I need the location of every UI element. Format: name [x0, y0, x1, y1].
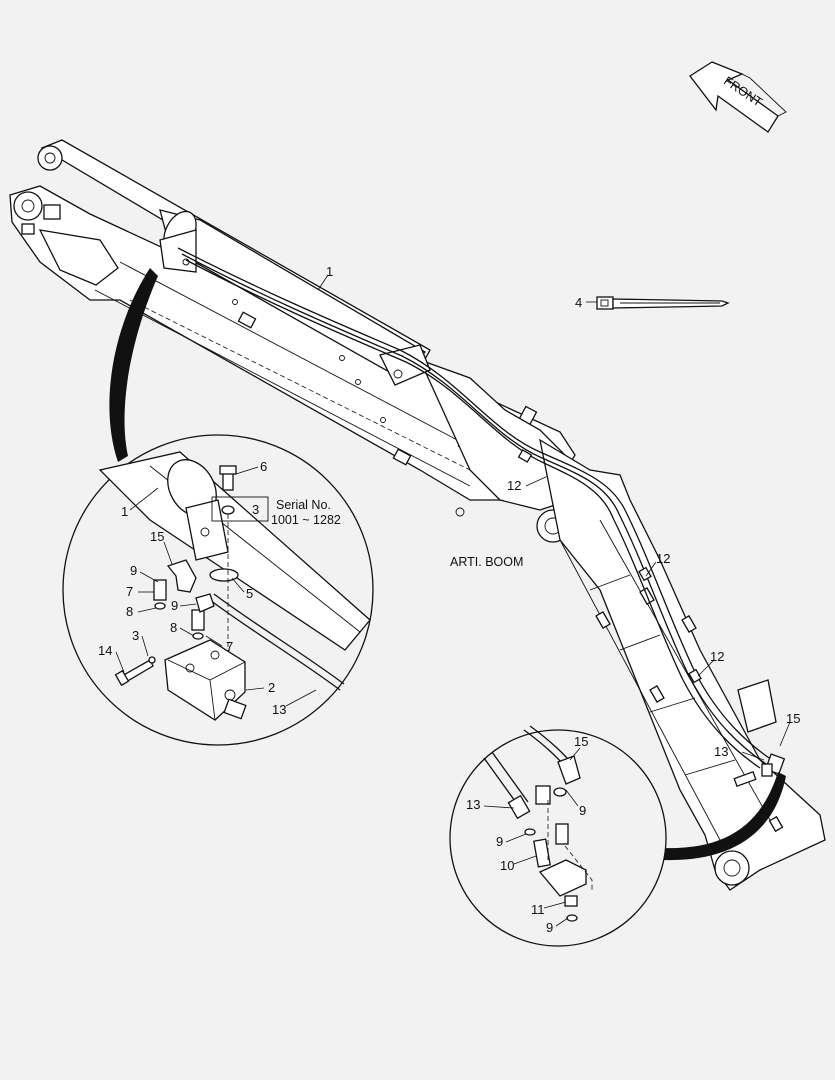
- detail-pointer-left: [109, 268, 158, 462]
- callout-15-detail: 15: [150, 529, 164, 544]
- callout-1-detail: 1: [121, 504, 128, 519]
- callout-11: 11: [531, 902, 545, 917]
- boom-foot-pin: [13, 191, 43, 221]
- callout-9-c: 9: [579, 803, 586, 818]
- callout-9-e: 9: [546, 920, 553, 935]
- section-label: ARTI. BOOM: [450, 555, 523, 569]
- callout-12-a: 12: [507, 478, 521, 493]
- cable-tie: [596, 296, 730, 310]
- detail-circle-right: [449, 725, 667, 947]
- callout-2: 2: [268, 680, 275, 695]
- callout-3-box: 3: [252, 502, 259, 517]
- callout-10: 10: [500, 858, 514, 873]
- boom-cylinder: [37, 139, 431, 386]
- callout-15-right: 15: [574, 734, 588, 749]
- callout-12-b: 12: [656, 551, 670, 566]
- serial-note-line2: 1001 ~ 1282: [271, 513, 341, 527]
- main-boom: [9, 185, 581, 543]
- callout-13-main: 13: [714, 744, 728, 759]
- serial-box: [211, 496, 269, 522]
- callout-8-left: 8: [126, 604, 133, 619]
- arm-end-pin: [714, 850, 750, 886]
- callout-1-main: 1: [326, 264, 333, 279]
- arti-boom-arm: [539, 438, 826, 891]
- hose-routing: [177, 247, 786, 777]
- callout-6: 6: [260, 459, 267, 474]
- callout-8-right: 8: [170, 620, 177, 635]
- front-arrow: FRONT: [689, 61, 787, 133]
- serial-note-line1: Serial No.: [276, 498, 331, 512]
- callout-7-left: 7: [126, 584, 133, 599]
- callout-9-d: 9: [496, 834, 503, 849]
- callout-3-block: 3: [132, 628, 139, 643]
- callout-15-main: 15: [786, 711, 800, 726]
- cable-tie-head: [596, 296, 614, 310]
- detail-circle-left: [62, 434, 374, 746]
- callout-4: 4: [575, 295, 582, 310]
- callout-numbers: 1 4 12 12 12 15 13 6 1 3 15 5 9 7 8 9 8 …: [98, 264, 800, 935]
- callout-9-a: 9: [130, 563, 137, 578]
- callout-13-detail: 13: [272, 702, 286, 717]
- arm-bracket: [737, 679, 777, 733]
- callout-7-right: 7: [226, 639, 233, 654]
- callout-12-c: 12: [710, 649, 724, 664]
- callout-14: 14: [98, 643, 112, 658]
- callout-13-right: 13: [466, 797, 480, 812]
- detail-pointer-right: [662, 772, 786, 861]
- leader-lines: [115, 274, 791, 927]
- callout-9-b: 9: [171, 598, 178, 613]
- callout-5: 5: [246, 586, 253, 601]
